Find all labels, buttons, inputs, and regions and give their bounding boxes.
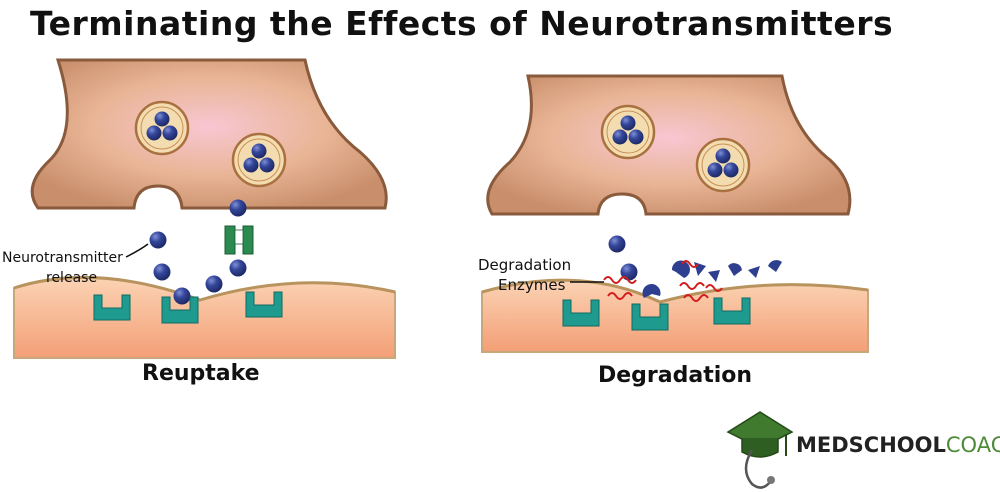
logo-text-coach: COACH <box>946 433 1000 457</box>
graduation-cap-stethoscope-icon <box>726 411 794 489</box>
degraded-neurotransmitter-fragments <box>642 260 782 298</box>
annotation-neurotransmitter-release: Neurotransmitter <box>2 250 123 266</box>
postsynaptic-receptor <box>631 303 669 331</box>
presynaptic-terminal <box>30 58 388 210</box>
annotation-release: release <box>46 270 97 286</box>
postsynaptic-receptor <box>713 297 751 325</box>
reuptake-panel: Neurotransmitter release Reuptake <box>2 58 396 386</box>
annotation-enzymes: Enzymes <box>498 276 566 294</box>
synaptic-vesicle <box>231 132 287 188</box>
synaptic-vesicle <box>600 104 656 160</box>
medschoolcoach-logo: MEDSCHOOLCOACH <box>726 411 1000 489</box>
reuptake-transporter <box>224 225 254 255</box>
diagram-title: Terminating the Effects of Neurotransmit… <box>30 4 894 43</box>
presynaptic-terminal <box>486 74 852 216</box>
logo-text-medschool: MEDSCHOOL <box>796 433 946 457</box>
synaptic-vesicle <box>134 100 190 156</box>
postsynaptic-receptor <box>93 294 131 321</box>
postsynaptic-receptor <box>161 296 199 324</box>
postsynaptic-membrane <box>13 276 396 359</box>
postsynaptic-receptor <box>562 299 600 327</box>
neurotransmitter-molecules <box>608 235 638 281</box>
synaptic-vesicle <box>695 137 751 193</box>
degradation-panel: Degradation Enzymes Degradation <box>478 74 869 388</box>
svg-text:MEDSCHOOLCOACH: MEDSCHOOLCOACH <box>796 433 1000 457</box>
neurotransmitter-molecules <box>149 199 247 305</box>
caption-reuptake: Reuptake <box>142 361 260 386</box>
postsynaptic-receptor <box>245 291 283 318</box>
annotation-degradation: Degradation <box>478 256 571 274</box>
caption-degradation: Degradation <box>598 363 752 388</box>
degradation-enzymes <box>603 260 723 302</box>
